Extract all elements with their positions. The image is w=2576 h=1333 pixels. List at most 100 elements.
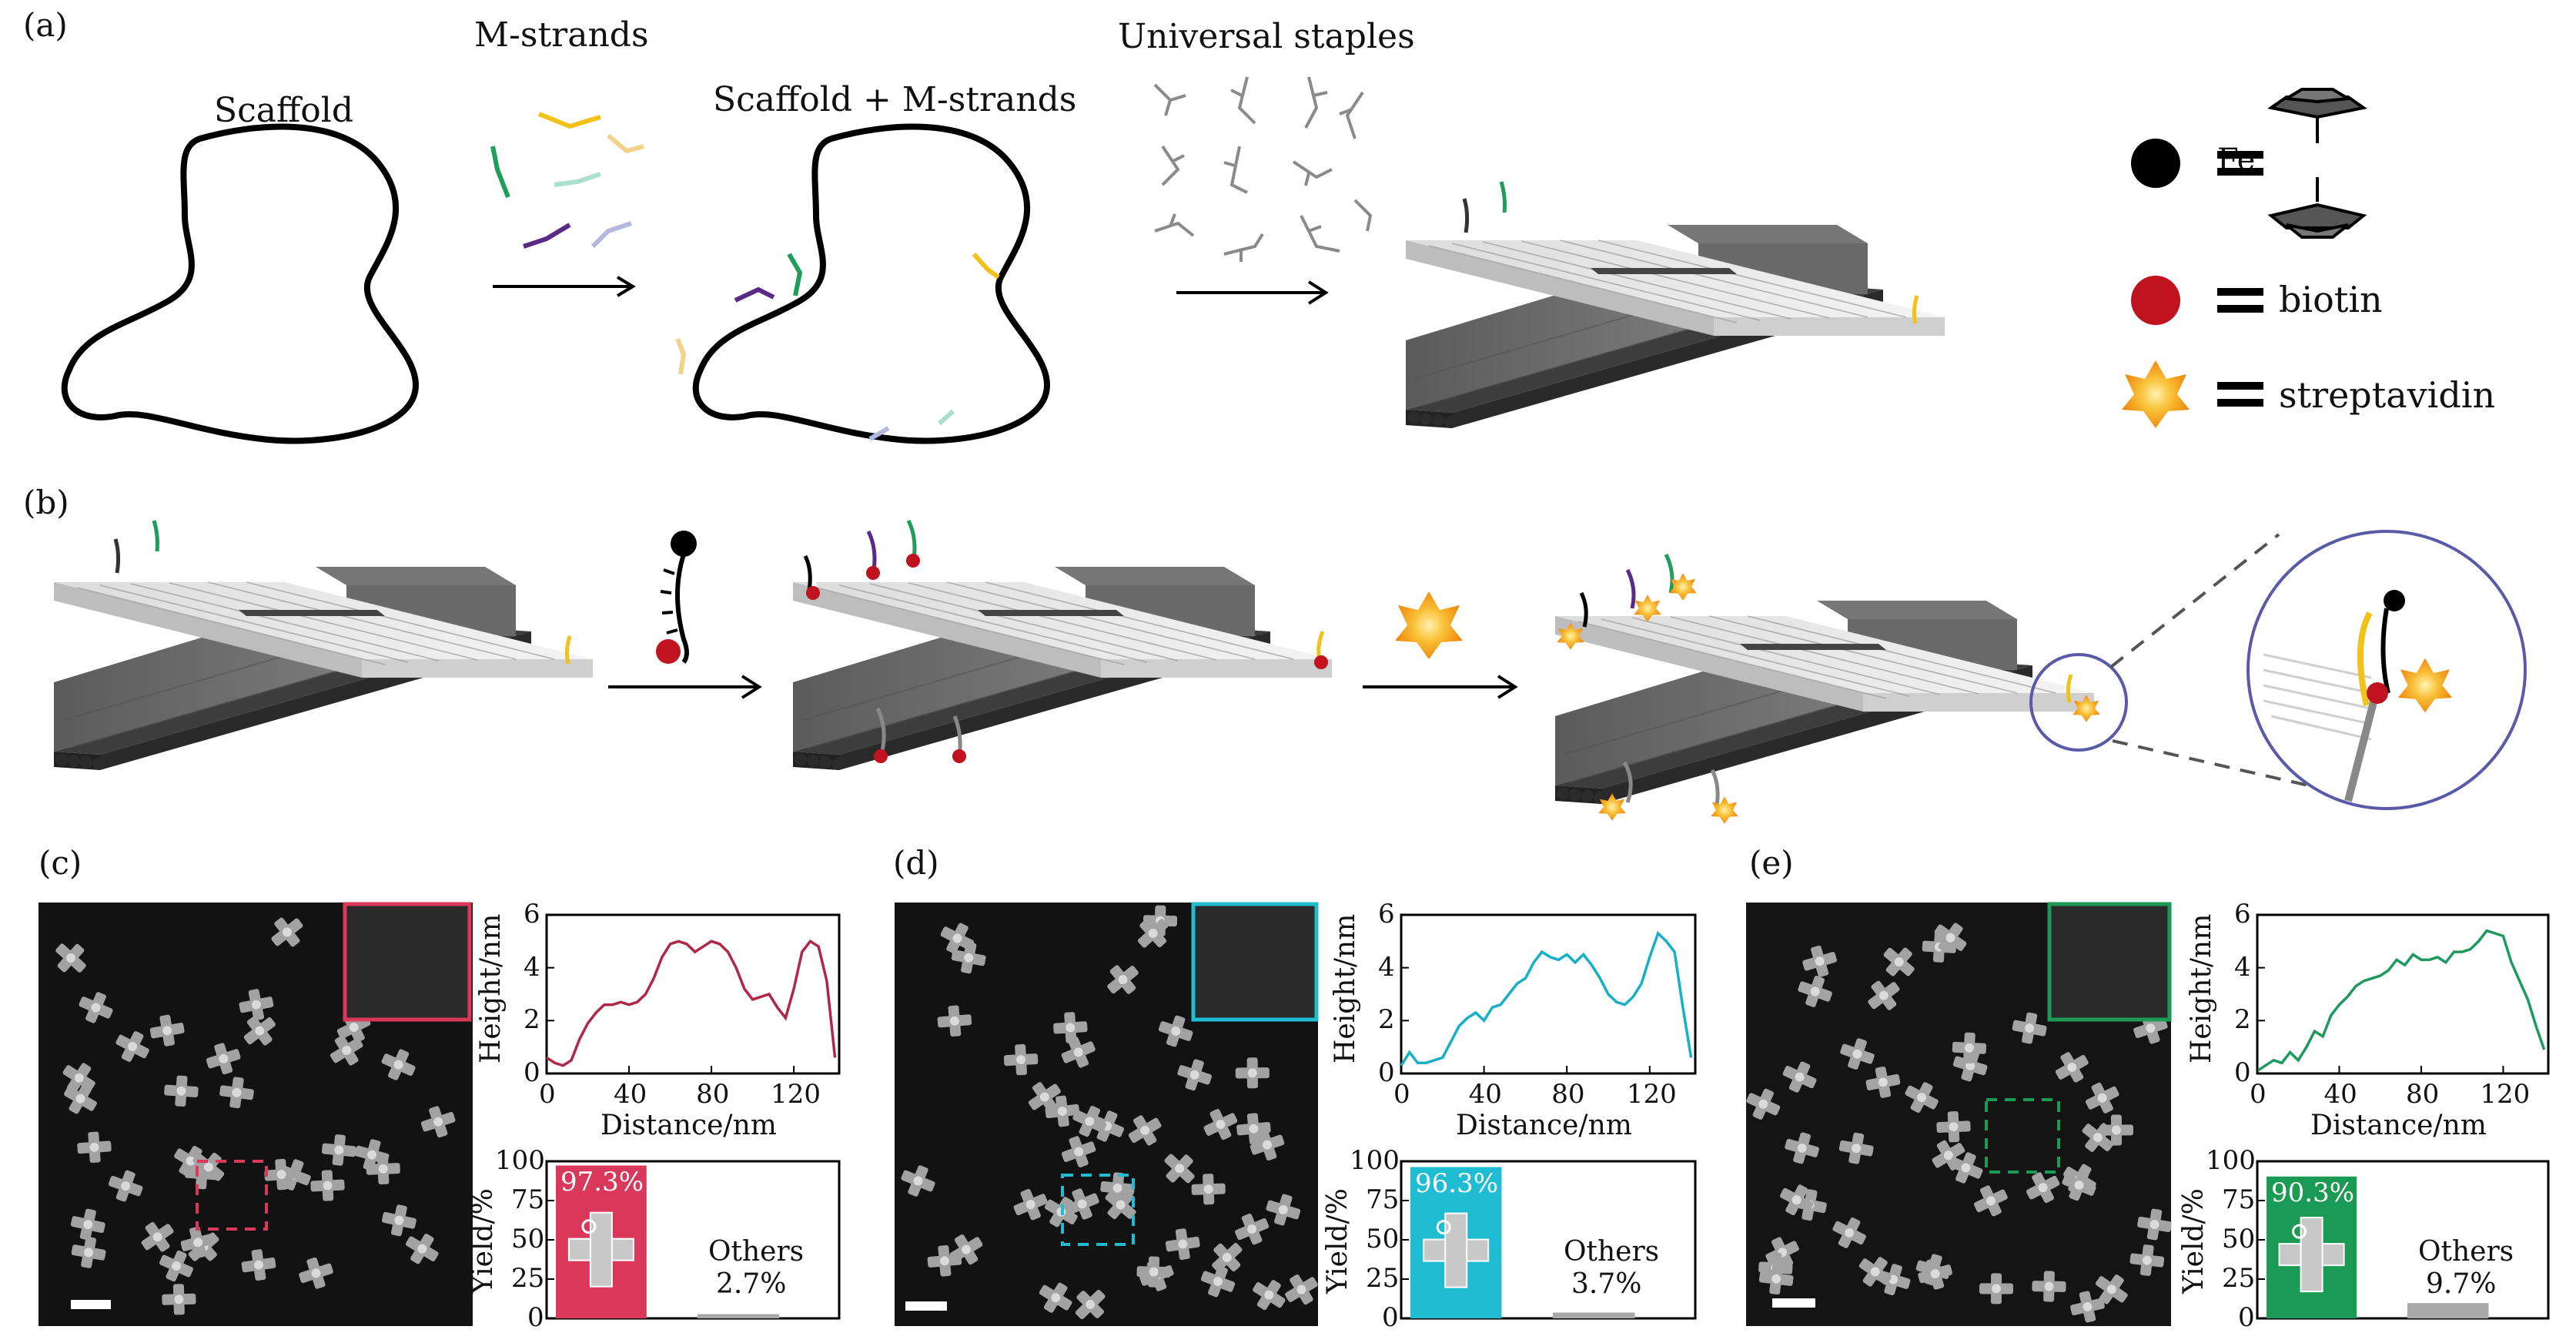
plot-frame bbox=[2256, 913, 2550, 1075]
origami-tile-afm bbox=[2070, 1291, 2105, 1323]
origami-tile-afm bbox=[1840, 1038, 1875, 1070]
origami-tile-afm bbox=[2137, 1208, 2172, 1241]
arrow-b2 bbox=[1363, 675, 1518, 699]
y-tick-label: 50 bbox=[511, 1224, 545, 1254]
origami-tile-afm bbox=[239, 989, 274, 1021]
y-tick-label: 0 bbox=[2238, 1302, 2255, 1333]
origami-tile-afm bbox=[1883, 947, 1915, 976]
arrow-a1 bbox=[493, 276, 636, 297]
origami-tile-afm bbox=[243, 1016, 276, 1046]
origami-tile-afm bbox=[901, 1165, 935, 1197]
x-tick-label: 120 bbox=[2480, 1079, 2531, 1110]
y-axis-label: Height/nm bbox=[2186, 913, 2217, 1063]
equals-icon-2 bbox=[2217, 288, 2263, 313]
origami-tile-afm bbox=[62, 1063, 95, 1094]
origami-tile-afm bbox=[1039, 1282, 1072, 1313]
origami-tile-afm bbox=[405, 1234, 439, 1264]
x-tick-label: 0 bbox=[539, 1079, 556, 1110]
streptavidin-bound-marks bbox=[1557, 573, 2100, 824]
x-tick-label: 120 bbox=[1626, 1079, 1677, 1110]
origami-tile-afm bbox=[366, 1153, 400, 1185]
x-tick-label: 0 bbox=[2250, 1079, 2267, 1110]
x-tick-label: 80 bbox=[696, 1079, 730, 1110]
y-tick-label: 4 bbox=[524, 951, 540, 983]
origami-tile-afm bbox=[310, 1170, 345, 1201]
origami-tile-afm bbox=[1780, 1184, 1814, 1216]
origami-tile-afm bbox=[2085, 1082, 2119, 1114]
biotin-marks-b2 bbox=[806, 554, 1328, 763]
afm-image-c bbox=[38, 902, 473, 1326]
y-tick-label: 75 bbox=[2222, 1184, 2256, 1215]
origami-tile-afm bbox=[937, 1005, 972, 1037]
scaffold-loop bbox=[61, 123, 420, 444]
others-label: Others bbox=[1564, 1236, 1660, 1268]
ferrocene-dot-icon bbox=[2131, 139, 2180, 188]
zoom-connector-lines bbox=[2109, 533, 2357, 798]
origami-tile-afm bbox=[271, 917, 303, 947]
x-tick-label: 40 bbox=[614, 1079, 647, 1110]
origami-tile-afm bbox=[1250, 1129, 1285, 1161]
yield-bar-chart-e bbox=[2256, 1160, 2550, 1320]
labeled-strands-b3 bbox=[1579, 553, 2073, 806]
origami-tile-afm bbox=[1013, 1188, 1048, 1221]
universal-staples-label: Universal staples bbox=[1118, 17, 1415, 56]
origami-tile-afm bbox=[264, 1158, 299, 1191]
yield-value-label: 97.3% bbox=[560, 1166, 644, 1197]
origami-tile-afm bbox=[2095, 1274, 2128, 1305]
y-tick-label: 2 bbox=[1378, 1004, 1395, 1036]
origami-tile-afm bbox=[1075, 1289, 1106, 1320]
equals-icon-1 bbox=[2217, 151, 2263, 176]
origami-tile-afm bbox=[1934, 923, 1967, 953]
origami-tile-afm bbox=[322, 1134, 356, 1166]
origami-tile-afm bbox=[1200, 1265, 1236, 1298]
height-profile-line bbox=[2257, 929, 2546, 1073]
origami-tile-afm bbox=[420, 1106, 456, 1138]
plot-frame bbox=[1400, 913, 1697, 1075]
origami-tile-afm bbox=[1785, 1132, 1819, 1164]
origami-tile-afm bbox=[180, 1226, 216, 1258]
m-strands-label: M-strands bbox=[474, 15, 649, 55]
height-profile-line bbox=[546, 939, 837, 1067]
origami-tile-afm bbox=[1266, 1194, 1301, 1226]
origami-tile-afm bbox=[2062, 1169, 2096, 1201]
streptavidin-label: streptavidin bbox=[2279, 374, 2496, 416]
origami-tile-afm bbox=[1212, 1243, 1243, 1272]
y-tick-label: 4 bbox=[1378, 951, 1395, 983]
origami-tile-afm bbox=[70, 1208, 105, 1241]
x-axis-label: Distance/nm bbox=[1456, 1110, 1632, 1141]
origami-tile-afm bbox=[1165, 1228, 1200, 1261]
ferrocene-biotin-strand bbox=[656, 531, 697, 664]
origami-tile-afm bbox=[1065, 1188, 1099, 1220]
x-tick-label: 40 bbox=[1468, 1079, 1502, 1110]
origami-tile-afm bbox=[141, 1222, 174, 1252]
origami-tile-afm bbox=[1798, 976, 1832, 1007]
origami-tile-b2 bbox=[792, 566, 1333, 771]
origami-tile-afm bbox=[2032, 1271, 2066, 1302]
origami-cross-icon bbox=[567, 1211, 634, 1288]
afm-image-d bbox=[895, 902, 1319, 1326]
origami-tile-afm bbox=[1045, 1095, 1080, 1127]
height-profile-chart-d bbox=[1400, 913, 1697, 1075]
height-profile-chart-e bbox=[2256, 913, 2550, 1075]
origami-tile-afm bbox=[1203, 1109, 1238, 1140]
y-tick-label: 75 bbox=[511, 1184, 545, 1215]
plot-frame bbox=[545, 913, 841, 1075]
y-axis-label: Yield/% bbox=[1322, 1188, 1353, 1294]
origami-tile-afm bbox=[949, 1234, 983, 1265]
y-axis-label: Height/nm bbox=[1330, 913, 1361, 1063]
origami-tile-afm bbox=[149, 1014, 185, 1047]
y-tick-label: 0 bbox=[527, 1302, 544, 1333]
x-tick-label: 0 bbox=[1393, 1079, 1410, 1110]
x-tick-label: 80 bbox=[2405, 1079, 2440, 1110]
y-axis-label: Height/nm bbox=[475, 913, 507, 1063]
origami-tile-afm bbox=[55, 943, 86, 973]
origami-tile-afm bbox=[940, 923, 975, 954]
arrow-b1 bbox=[608, 675, 762, 699]
x-tick-label: 40 bbox=[2323, 1079, 2357, 1110]
origami-tile-afm bbox=[1974, 1185, 2008, 1217]
origami-tile-afm bbox=[1061, 1136, 1096, 1167]
origami-tile-afm bbox=[1868, 980, 1900, 1010]
origami-tile-afm bbox=[1936, 1111, 1971, 1143]
x-tick-label: 80 bbox=[1551, 1079, 1585, 1110]
origami-tile-afm bbox=[1253, 1280, 1286, 1311]
